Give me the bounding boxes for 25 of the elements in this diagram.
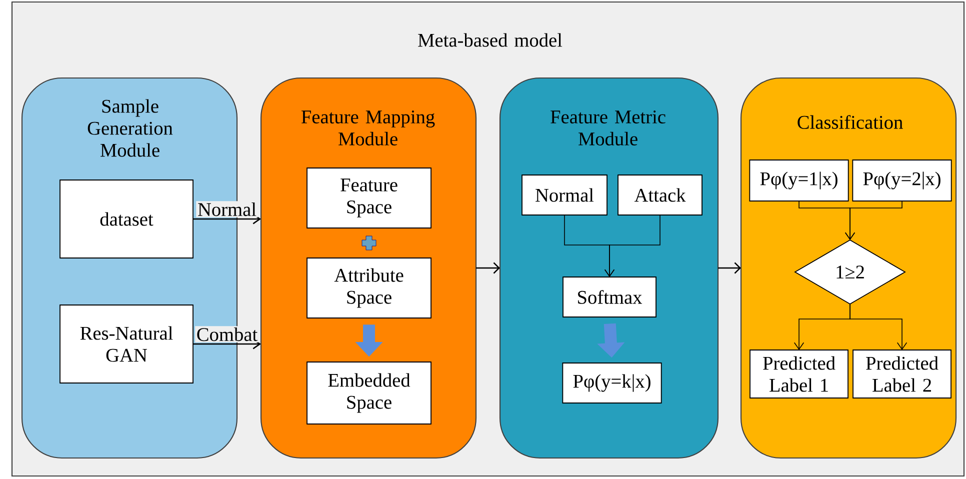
- text-box: Attribute Space: [306, 258, 432, 318]
- text-box: Attack: [618, 174, 702, 216]
- arrow: [844, 200, 902, 240]
- frame-heading: Meta-based model: [418, 33, 562, 47]
- arrow: [718, 262, 742, 274]
- edge-label: Normal: [196, 201, 258, 218]
- panel-heading: Feature Mapping Module: [301, 110, 435, 146]
- text-box: Feature Space: [306, 168, 432, 228]
- panel-heading: Classification: [798, 115, 903, 129]
- edge-label: Combat: [195, 326, 259, 342]
- arrow: [850, 304, 908, 350]
- text-box: Pφ(y=2|x): [852, 160, 952, 202]
- text-box: Pφ(y=1|x): [749, 160, 849, 202]
- text-box: Normal: [522, 174, 608, 216]
- text-box: Embedded Space: [306, 362, 432, 424]
- text-box: dataset: [60, 180, 194, 258]
- text-box: Softmax: [562, 276, 656, 318]
- text-box: Pφ(y=k|x): [562, 362, 662, 404]
- text-box: Predicted Label 2: [852, 350, 952, 398]
- panel-heading: Sample Generation Module: [88, 99, 173, 157]
- text-box: Res-Natural GAN: [60, 304, 194, 384]
- arrow: [476, 262, 500, 274]
- text-box: Predicted Label 1: [750, 350, 848, 398]
- arrow: [604, 214, 660, 277]
- panel-heading: Feature Metric Module: [550, 110, 666, 146]
